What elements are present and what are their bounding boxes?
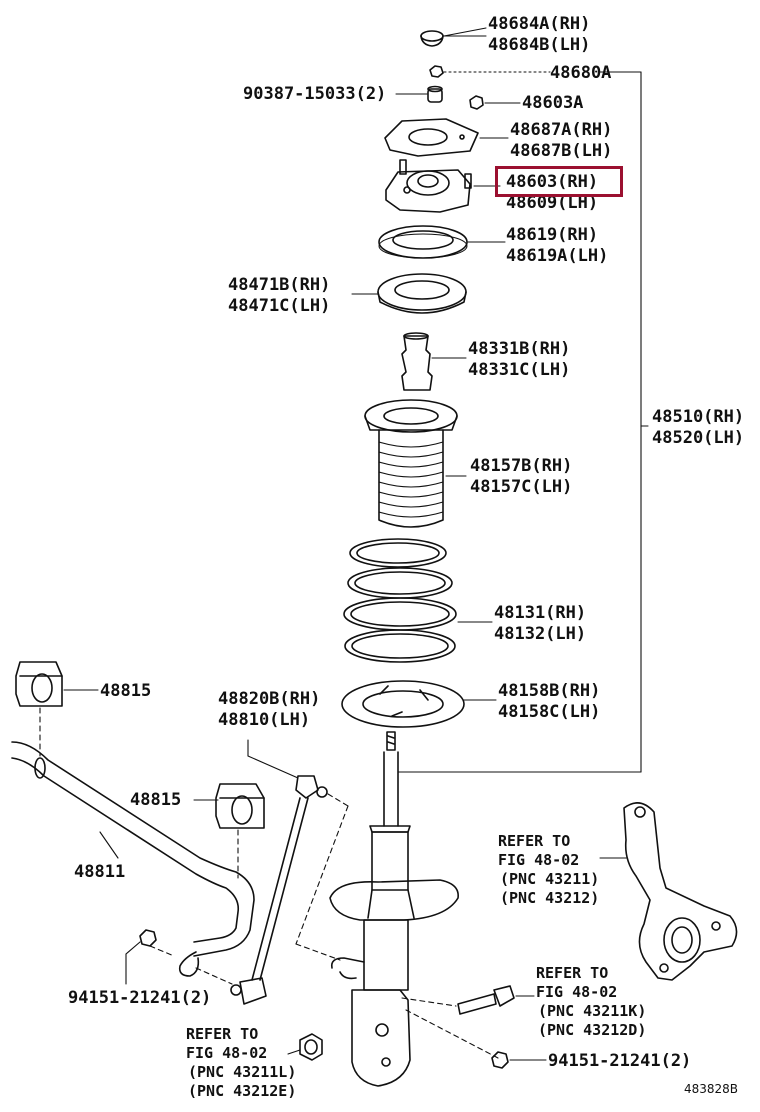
nut-48603a-part [469,95,484,110]
highlight-box [495,166,623,197]
figure-id: 483828B [684,1082,739,1096]
nut-94151-right [491,1051,509,1069]
ref-bolt-line4: (PNC 43212D) [538,1021,647,1039]
label-48331-rh: 48331B(RH) [468,339,571,359]
ref-nut-line2: FIG 48-02 [186,1044,268,1062]
ref-bolt-line2: FIG 48-02 [536,983,618,1001]
dashed-guide-lines [149,793,499,1059]
steering-knuckle-part [623,802,738,981]
stabilizer-bushing-left [15,661,63,707]
mount-plate-part [384,118,479,157]
label-48687-rh: 48687A(RH) [510,120,613,140]
label-48603a: 48603A [522,93,584,113]
ref-knuckle-line3: (PNC 43211) [500,870,600,888]
label-48687-lh: 48687B(LH) [510,141,613,161]
label-48680a: 48680A [550,63,612,83]
label-48157-lh: 48157C(LH) [470,477,573,497]
strut-mount-part [385,159,472,213]
label-48815-top: 48815 [100,681,152,701]
label-48157-rh: 48157B(RH) [470,456,573,476]
boot-ribs [378,441,444,518]
ref-knuckle-line1: REFER TO [498,832,571,850]
ref-nut-line4: (PNC 43212E) [188,1082,297,1100]
stabilizer-bar-part [11,741,255,977]
label-48684-rh: 48684A(RH) [488,14,591,34]
label-48820-rh: 48820B(RH) [218,689,321,709]
bolt-43211k-part [457,985,515,1015]
bearing-part [378,225,468,259]
label-48510-rh: 48510(RH) [652,407,745,427]
ref-nut-line1: REFER TO [186,1025,259,1043]
shock-absorber-part [329,731,459,1087]
label-48331-lh: 48331C(LH) [468,360,571,380]
bushing-90387-part [427,85,443,103]
ref-knuckle-line4: (PNC 43212) [500,889,600,907]
spring-seat-upper-part [377,273,467,314]
label-48619-lh: 48619A(LH) [506,246,609,266]
label-48158-lh: 48158C(LH) [498,702,601,722]
label-48603-rh: 48603(RH) [506,172,599,192]
dust-cap-part [420,30,444,47]
dust-boot-part [364,399,458,528]
assembly-bracket [397,71,649,773]
nut-94151-left [139,929,157,947]
spring-insulator-part [341,680,465,728]
label-94151-right: 94151-21241(2) [548,1051,692,1071]
bump-stopper-part [401,332,433,391]
label-48132-lh: 48132(LH) [494,624,587,644]
label-48810-lh: 48810(LH) [218,710,311,730]
label-48471-lh: 48471C(LH) [228,296,331,316]
label-48811: 48811 [74,862,126,882]
label-48520-lh: 48520(LH) [652,428,745,448]
label-94151-left: 94151-21241(2) [68,988,212,1008]
label-48619-rh: 48619(RH) [506,225,599,245]
nut-48680a-part [429,65,444,78]
nut-43211l-part [299,1033,323,1061]
coil-spring-part [343,538,457,663]
label-48815-bottom: 48815 [130,790,182,810]
stabilizer-link-part [230,775,328,1005]
label-48609-lh: 48609(LH) [506,193,599,213]
ref-nut-line3: (PNC 43211L) [188,1063,297,1081]
stabilizer-bushing-right [215,783,265,829]
label-48158-rh: 48158B(RH) [498,681,601,701]
ref-knuckle-line2: FIG 48-02 [498,851,580,869]
label-48684-lh: 48684B(LH) [488,35,591,55]
ref-bolt-line1: REFER TO [536,964,609,982]
ref-bolt-line3: (PNC 43211K) [538,1002,647,1020]
label-90387: 90387-15033(2) [243,84,387,104]
label-48471-rh: 48471B(RH) [228,275,331,295]
label-48131-rh: 48131(RH) [494,603,587,623]
